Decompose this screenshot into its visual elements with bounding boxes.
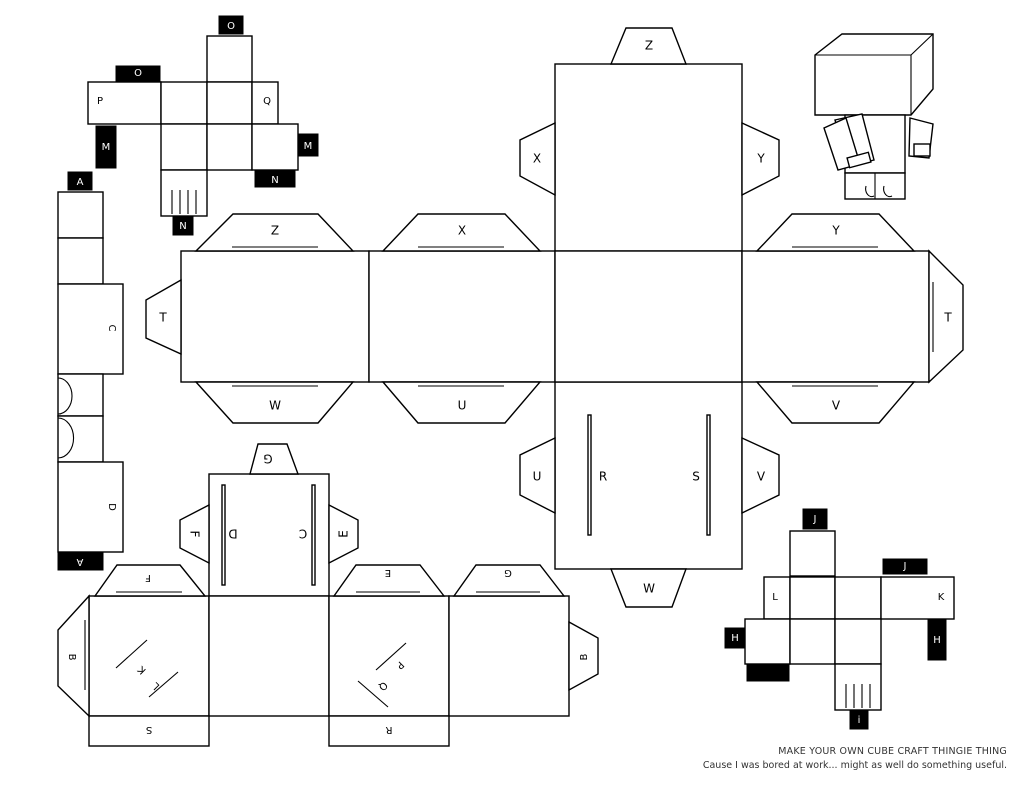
label-e-side: E: [337, 530, 351, 538]
label-f-side: F: [188, 531, 202, 538]
label-t-left: T: [158, 311, 167, 325]
label-b-right: B: [579, 653, 590, 660]
label-u-hex: U: [458, 399, 467, 413]
label-d-face: D: [228, 527, 237, 541]
label-a-bottom: A: [76, 556, 83, 567]
label-u-side: U: [533, 470, 542, 484]
label-a-top: A: [77, 177, 84, 188]
body-strip-net: A A C D: [57, 171, 124, 571]
label-b-left: B: [66, 654, 77, 661]
body-net: G F E D C F E G B B K L P Q S R: [57, 443, 599, 747]
label-w-bottom: W: [643, 582, 655, 596]
assembled-figure-preview: [814, 33, 934, 200]
label-c-face: C: [299, 527, 307, 541]
label-s: S: [692, 470, 700, 484]
label-p: P: [97, 96, 103, 107]
label-z-top: Z: [645, 39, 653, 53]
label-e-hex: E: [385, 567, 391, 578]
label-g-hex: G: [504, 567, 512, 578]
label-h-right: H: [933, 635, 941, 646]
arm-net-bottom: J J H H i L K: [724, 508, 955, 730]
label-w-hex: W: [269, 399, 281, 413]
label-f-hex: F: [145, 572, 151, 583]
label-s-bottom: S: [146, 724, 152, 735]
label-k-arm: K: [938, 592, 945, 603]
label-m-right: M: [304, 141, 313, 152]
label-y-side: Y: [756, 152, 765, 166]
label-r: R: [599, 470, 607, 484]
label-g-top: G: [263, 452, 272, 466]
caption-title: MAKE YOUR OWN CUBE CRAFT THINGIE THING: [778, 746, 1007, 757]
label-m-left: M: [102, 142, 111, 153]
label-l-arm: L: [772, 592, 778, 603]
label-c: C: [106, 325, 117, 332]
label-q: Q: [263, 96, 271, 107]
label-y-hex: Y: [831, 224, 840, 238]
head-net: Z X Y Z X Y T T W U V U V R S W: [145, 27, 964, 608]
label-x-hex: X: [458, 224, 466, 238]
label-h-left: H: [731, 633, 739, 644]
label-o-tab: O: [134, 68, 142, 79]
label-x-side: X: [533, 152, 541, 166]
caption-subtitle: Cause I was bored at work... might as we…: [702, 760, 1007, 771]
label-j-tab: J: [903, 561, 907, 572]
label-o-top: O: [227, 21, 235, 32]
label-t-right: T: [943, 311, 952, 325]
label-d: D: [106, 503, 117, 511]
label-j-top: J: [813, 514, 817, 525]
label-n-right: N: [271, 175, 278, 186]
label-n-bottom: N: [179, 221, 186, 232]
label-z-hex: Z: [271, 224, 279, 238]
label-i: i: [858, 715, 861, 726]
label-v-hex: V: [832, 399, 841, 413]
label-r-bottom: R: [385, 724, 392, 735]
label-v-side: V: [757, 470, 766, 484]
arm-net-top: O O M M N N P Q: [87, 15, 319, 236]
